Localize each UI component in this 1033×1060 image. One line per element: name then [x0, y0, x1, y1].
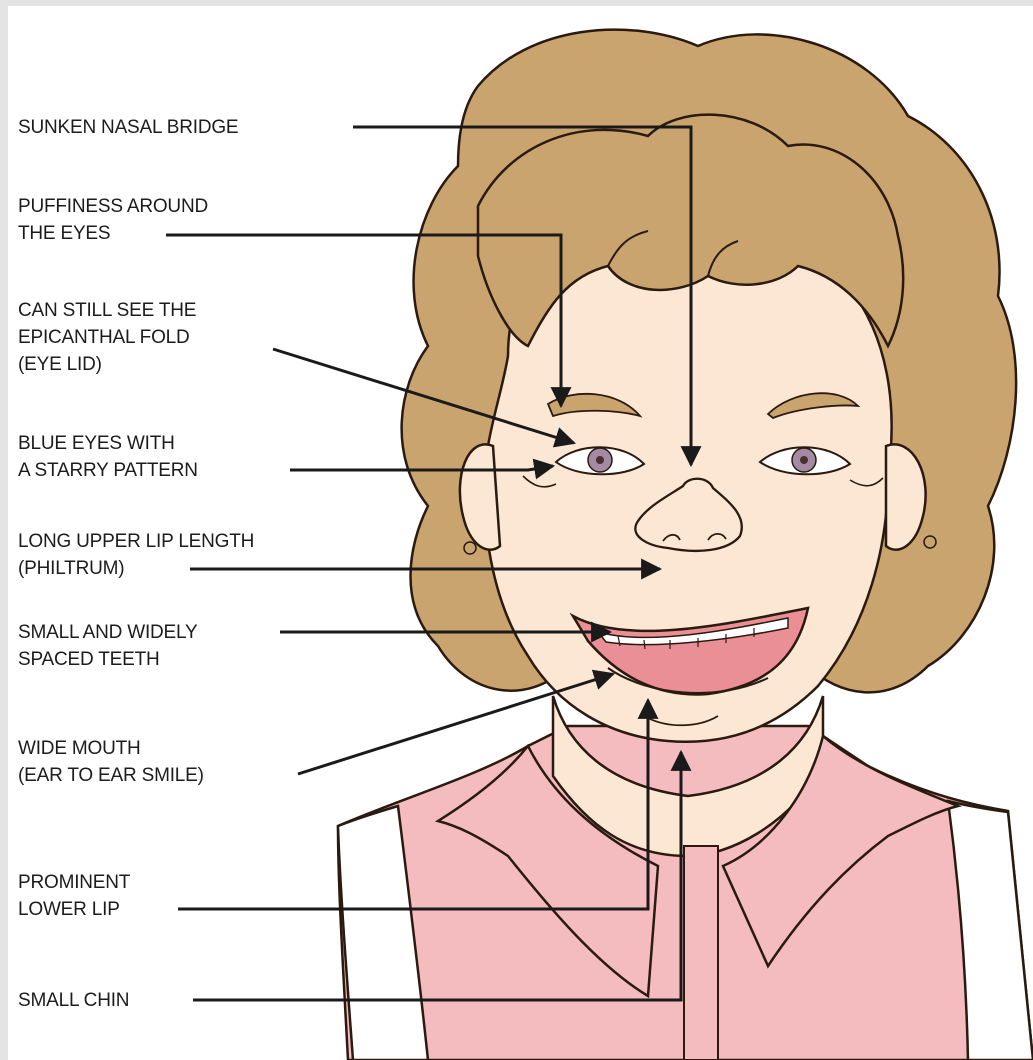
- label-puffiness-around-eyes: PUFFINESS AROUND THE EYES: [18, 193, 208, 247]
- label-small-chin: SMALL CHIN: [18, 987, 129, 1014]
- diagram-canvas: SUNKEN NASAL BRIDGE PUFFINESS AROUND THE…: [8, 6, 1033, 1060]
- label-wide-mouth: WIDE MOUTH (EAR TO EAR SMILE): [18, 735, 204, 789]
- label-sunken-nasal-bridge: SUNKEN NASAL BRIDGE: [18, 114, 238, 141]
- label-prominent-lower-lip: PROMINENT LOWER LIP: [18, 869, 130, 923]
- label-epicanthal-fold: CAN STILL SEE THE EPICANTHAL FOLD (EYE L…: [18, 297, 196, 378]
- button-placket: [684, 846, 718, 1060]
- label-small-teeth: SMALL AND WIDELY SPACED TEETH: [18, 619, 197, 673]
- label-long-upper-lip: LONG UPPER LIP LENGTH (PHILTRUM): [18, 528, 254, 582]
- label-blue-eyes: BLUE EYES WITH A STARRY PATTERN: [18, 430, 198, 484]
